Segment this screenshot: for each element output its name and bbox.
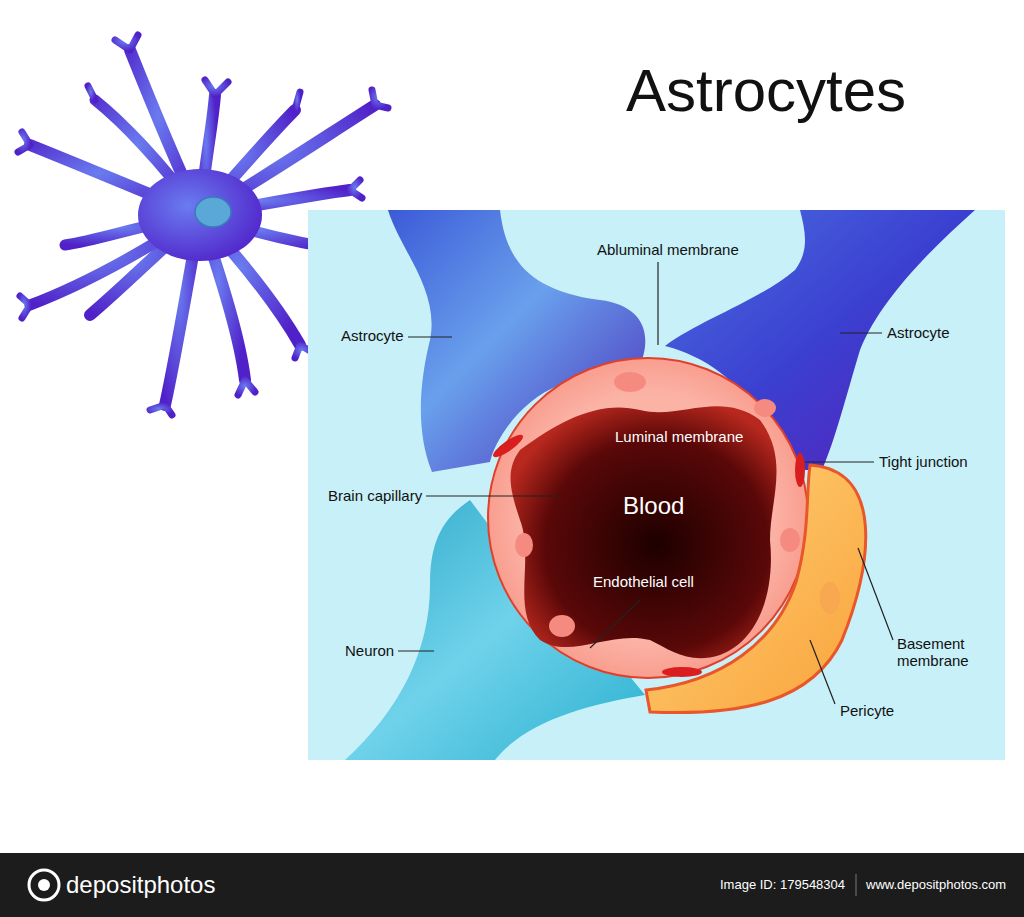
astrocyte-body <box>138 169 262 261</box>
part-label: Luminal membrane <box>615 428 743 445</box>
pericyte-nucleus <box>820 582 840 614</box>
footer-text: Image ID: 179548304 <box>720 878 845 893</box>
part-label: Astrocyte <box>887 324 950 341</box>
brain-capillary <box>488 358 808 678</box>
part-label: Astrocyte <box>341 327 404 344</box>
leader-lines <box>398 262 893 704</box>
part-label: Pericyte <box>840 702 894 719</box>
part-label: Blood <box>623 492 684 520</box>
footer-bar <box>0 853 1024 917</box>
tight-junctions <box>490 432 805 677</box>
capillary-lumen <box>511 406 777 658</box>
part-label: Abluminal membrane <box>597 241 739 258</box>
part-label: Basement membrane <box>897 635 987 670</box>
endothelial-nuclei <box>515 372 800 637</box>
panel-ground <box>308 210 1005 760</box>
part-label: Tight junction <box>879 453 968 470</box>
logo-mark <box>38 879 50 891</box>
logo-mark <box>29 870 59 900</box>
part-label: Endothelial cell <box>593 573 694 590</box>
footer-divider <box>856 874 857 896</box>
astrocyte-nucleus <box>195 197 231 227</box>
footer-text: www.depositphotos.com <box>866 878 1006 893</box>
part-label: Neuron <box>345 642 394 659</box>
footer-logo-text: depositphotos <box>66 871 215 899</box>
diagram-title: Astrocytes <box>626 56 906 125</box>
part-label: Brain capillary <box>328 487 422 504</box>
